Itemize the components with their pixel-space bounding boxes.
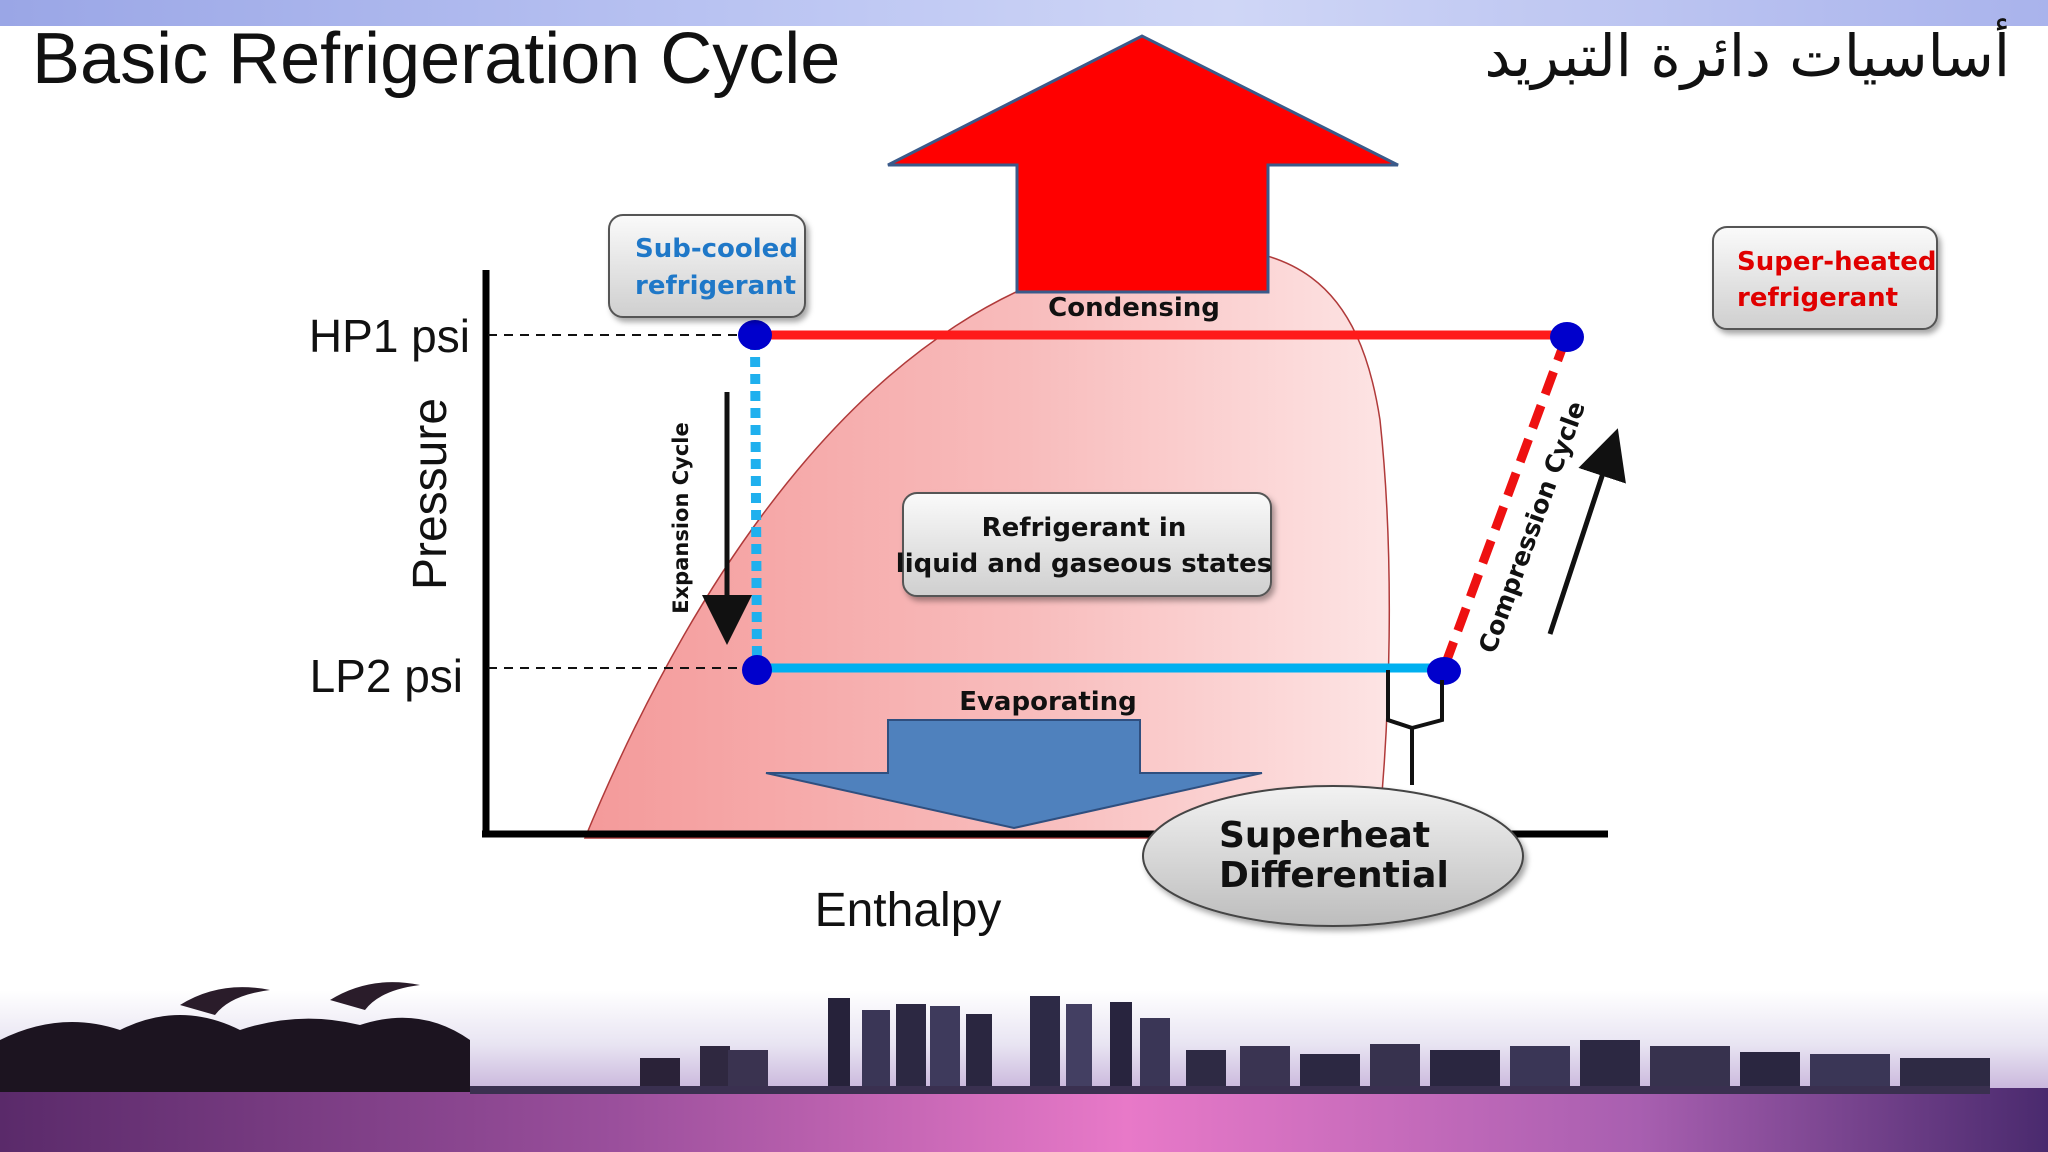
- state-point-low-liquid: [742, 655, 772, 685]
- superheated-line-2: refrigerant: [1737, 283, 1898, 313]
- mixture-line-2: liquid and gaseous states: [896, 549, 1272, 579]
- superheat-line-1: Superheat: [1219, 815, 1430, 856]
- mixture-line-1: Refrigerant in: [982, 513, 1187, 543]
- subcooled-line-2: refrigerant: [635, 271, 796, 301]
- slide-title-arabic: أساسيات دائرة التبريد: [1484, 22, 2010, 90]
- y-axis-label: Pressure: [404, 398, 457, 590]
- skyline-footer: [0, 982, 2048, 1152]
- condensing-label: Condensing: [1048, 293, 1220, 323]
- state-point-subcooled: [738, 320, 772, 350]
- subcooled-line-1: Sub-cooled: [635, 234, 798, 264]
- superheat-ellipse: [1142, 785, 1524, 927]
- compression-direction-arrow: [1547, 428, 1626, 635]
- superheat-bracket: [1386, 670, 1444, 785]
- evaporating-label: Evaporating: [959, 687, 1137, 717]
- x-axis-label: Enthalpy: [815, 884, 1002, 937]
- expansion-line: [750, 339, 762, 665]
- expansion-label: Expansion Cycle: [669, 422, 693, 613]
- slide-title: Basic Refrigeration Cycle: [32, 19, 841, 99]
- superheated-callout: [1712, 226, 1938, 330]
- state-point-superheated: [1550, 322, 1584, 352]
- heat-rejection-arrow: [887, 34, 1399, 294]
- high-pressure-label: HP1 psi: [309, 310, 470, 362]
- heat-absorption-arrow: [765, 719, 1263, 830]
- top-banner: [0, 0, 2048, 26]
- compression-label: Compression Cycle: [1473, 397, 1591, 657]
- state-point-low-vapor: [1427, 657, 1461, 685]
- low-pressure-label: LP2 psi: [310, 650, 463, 702]
- compression-line: [1439, 336, 1571, 670]
- subcooled-callout: [608, 214, 806, 318]
- superheated-line-1: Super-heated: [1737, 247, 1936, 277]
- mixture-callout: [902, 492, 1272, 597]
- superheat-line-2: Differential: [1219, 855, 1449, 896]
